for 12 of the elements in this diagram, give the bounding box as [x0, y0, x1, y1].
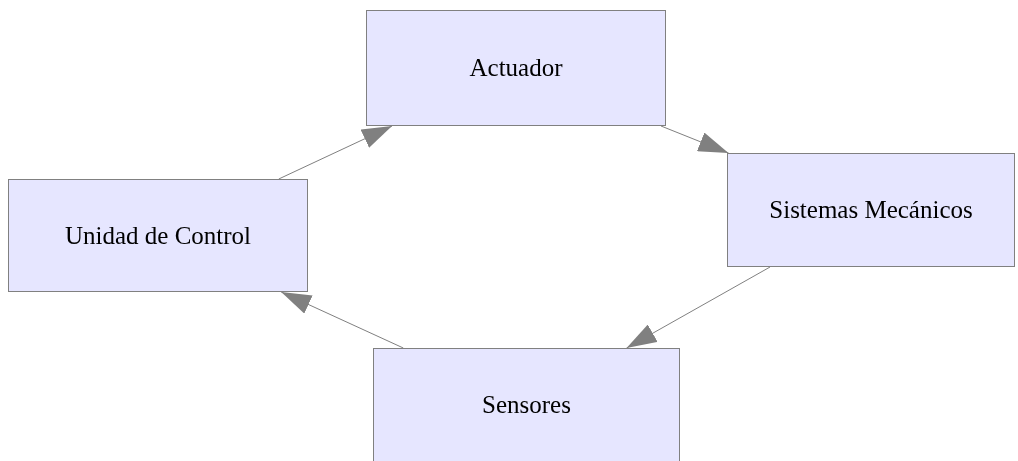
process-box	[373, 348, 680, 461]
box-label: Sistemas Mecánicos	[769, 195, 973, 225]
process-box	[8, 179, 308, 292]
process-box	[366, 10, 666, 126]
process-box	[727, 153, 1015, 267]
box-label: Sensores	[482, 390, 571, 420]
arrow	[660, 125, 729, 154]
arrow	[278, 125, 393, 180]
arrow	[280, 291, 404, 349]
box-label: Actuador	[469, 53, 563, 83]
arrow	[626, 266, 771, 349]
box-label: Unidad de Control	[64, 220, 252, 251]
